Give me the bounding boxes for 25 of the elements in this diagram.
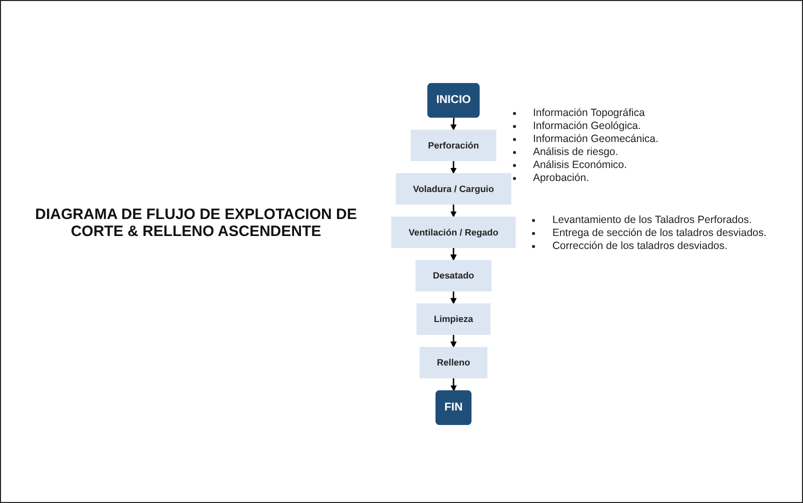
arrow (450, 291, 457, 304)
arrow (450, 334, 457, 348)
bullet-item: Información Geológica. (532, 120, 641, 134)
bullet-item: Aprobación. (532, 172, 589, 186)
bullet-item: Información Topográfica (532, 107, 645, 120)
bullet-item: Corrección de los taladros desviados. (552, 240, 728, 253)
process-box: Limpieza (416, 303, 490, 335)
bullet-item: Información Geomecánica. (532, 133, 658, 146)
arrow (450, 160, 457, 174)
arrow (450, 204, 457, 218)
arrow (450, 118, 457, 130)
arrow (450, 248, 457, 261)
bullet-item: Levantamiento de los Taladros Perforados. (552, 214, 752, 227)
diagram-title: DIAGRAMA DE FLUJO DE EXPLOTACION DE CORTE & RELLENO ASCENDENTE (34, 206, 358, 240)
bullet-item: Análisis Económico. (532, 159, 627, 172)
process-box: Relleno (420, 346, 488, 378)
bullet-item: Análisis de riesgo. (532, 146, 618, 160)
process-box: Perforación (410, 130, 496, 162)
arrow (450, 378, 457, 392)
process-box: Desatado (416, 260, 492, 292)
process-box: Voladura / Carguio (396, 173, 512, 205)
process-box: Ventilación / Regado (391, 216, 516, 248)
terminal-box: FIN (436, 390, 472, 425)
bullet-item: Entrega de sección de los taladros desviados. (552, 226, 767, 240)
terminal-box: INICIO (427, 83, 480, 118)
